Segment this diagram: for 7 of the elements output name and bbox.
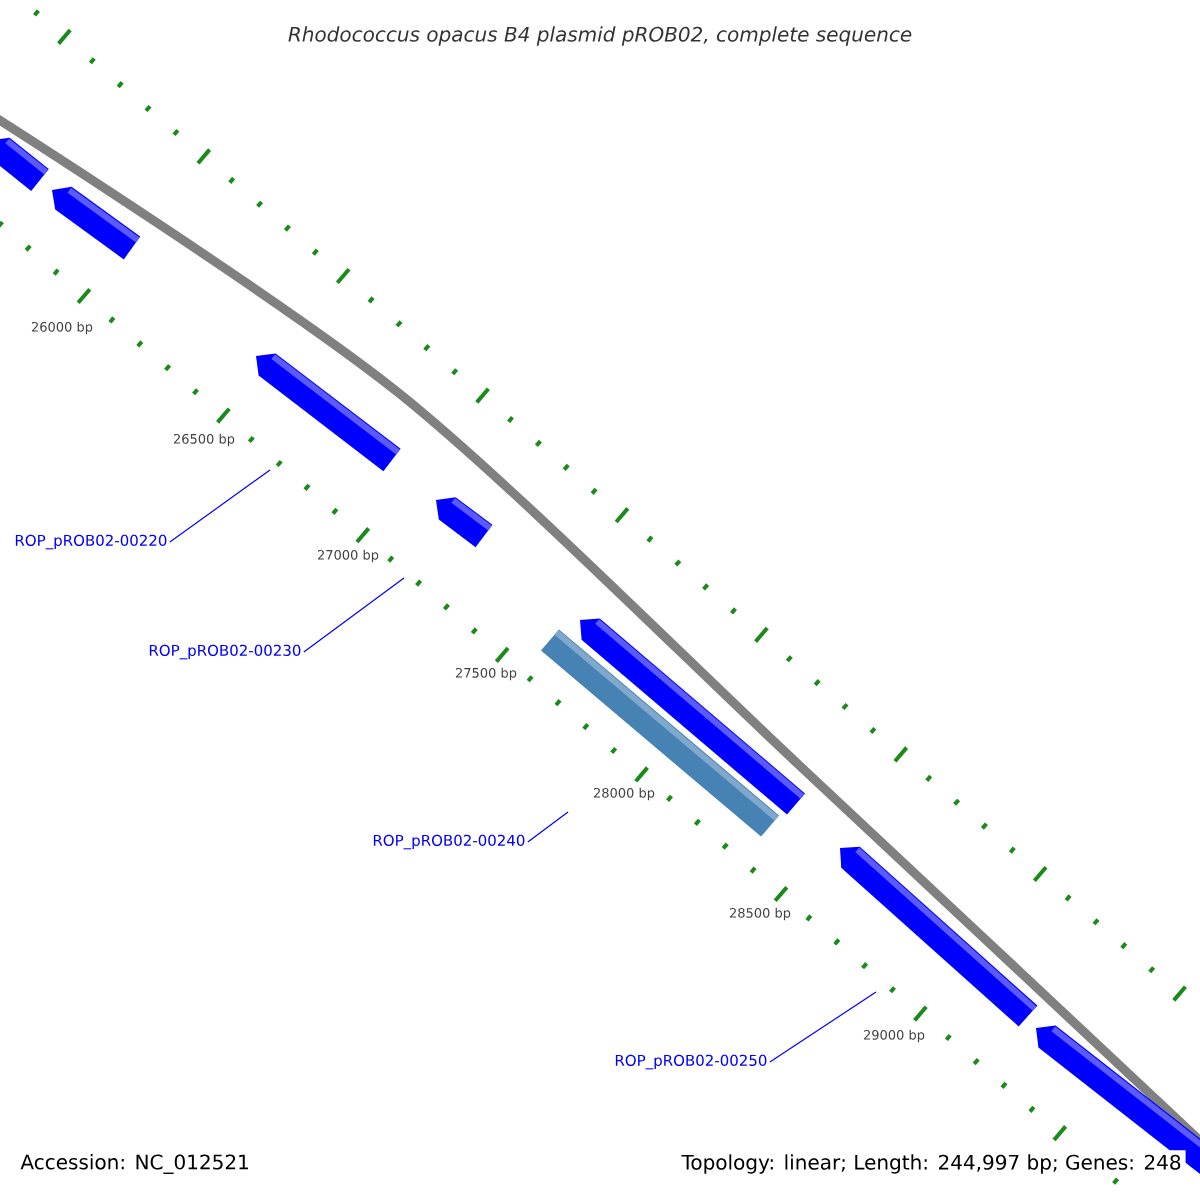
leader-line bbox=[769, 991, 877, 1063]
leader-line bbox=[527, 811, 569, 843]
leader-line bbox=[169, 469, 271, 543]
summary-label: Topology: linear; Length: 244,997 bp; Genes: 248 bbox=[677, 1150, 1186, 1178]
title: Rhodococcus opacus B4 plasmid pROB02, complete sequence bbox=[288, 26, 912, 46]
accession-label: Accession: NC_012521 bbox=[20, 1154, 248, 1174]
leader-line bbox=[303, 577, 405, 653]
